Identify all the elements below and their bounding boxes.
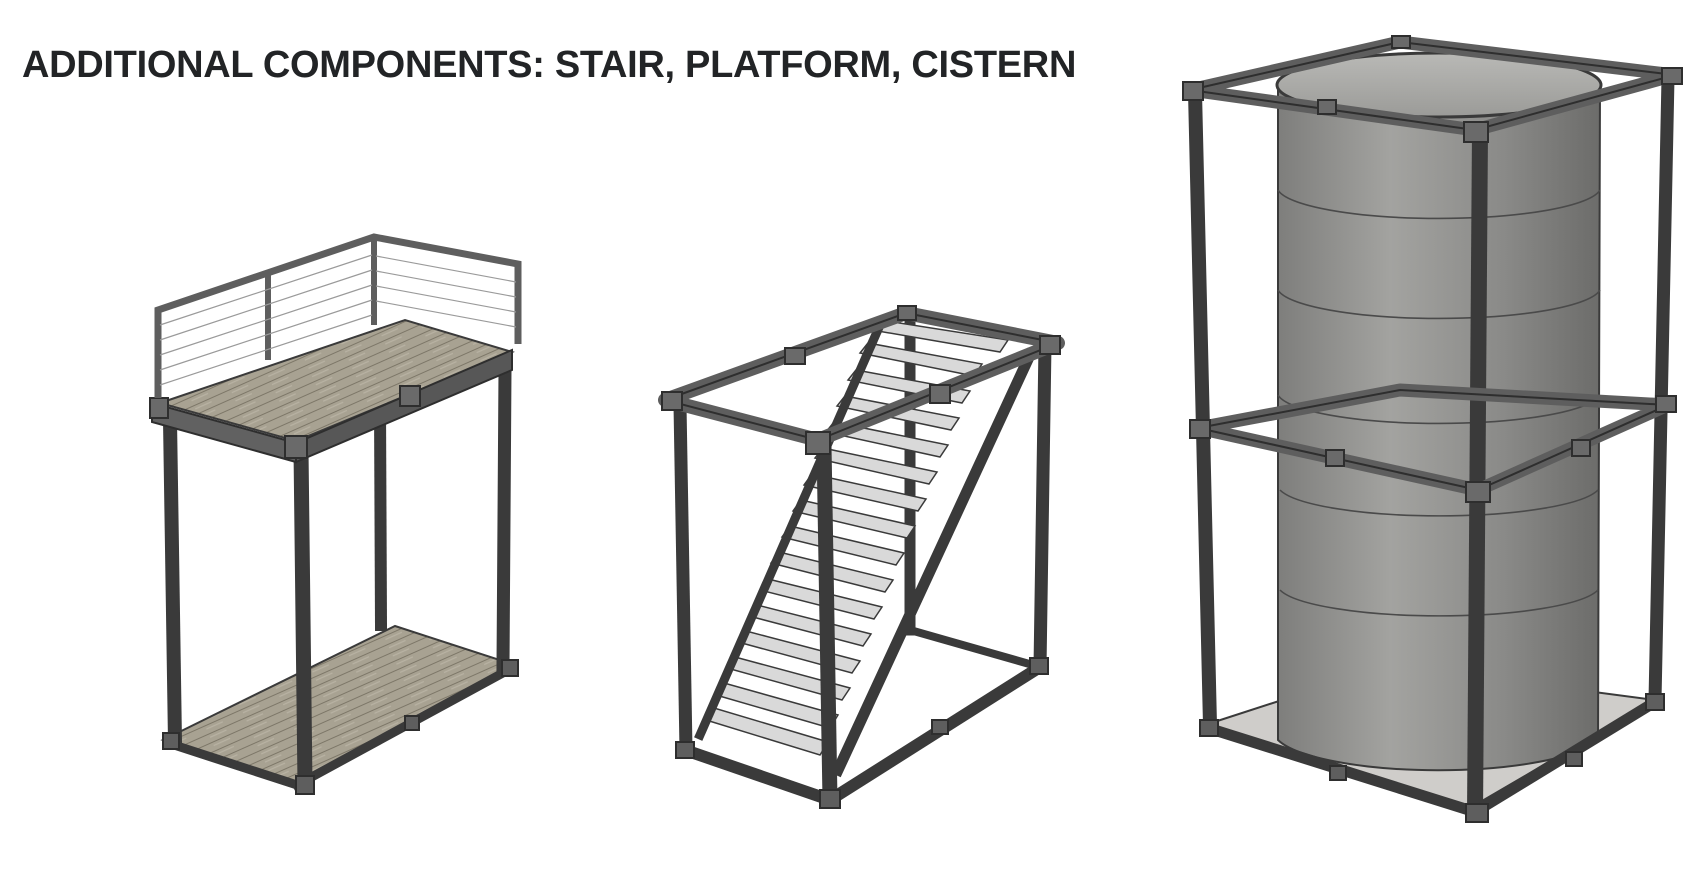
stair-stringers — [694, 319, 1038, 778]
cistern-lower-frame — [1199, 693, 1665, 823]
platform-upper-frame — [149, 348, 513, 464]
stair-posts — [673, 338, 1052, 808]
cistern-component — [1182, 35, 1683, 824]
platform-railing — [154, 233, 522, 398]
cistern-middle-frame — [1189, 383, 1677, 503]
cistern-tank — [1275, 51, 1603, 772]
stair-upper-frame — [658, 305, 1065, 455]
cistern-posts — [1187, 71, 1675, 824]
platform-component — [149, 233, 522, 795]
platform-posts — [162, 363, 512, 793]
page-title: ADDITIONAL COMPONENTS: STAIR, PLATFORM, … — [22, 44, 1077, 86]
cistern-upper-frame — [1182, 35, 1683, 143]
stair-component — [658, 305, 1065, 809]
stair-treads — [704, 319, 1010, 756]
